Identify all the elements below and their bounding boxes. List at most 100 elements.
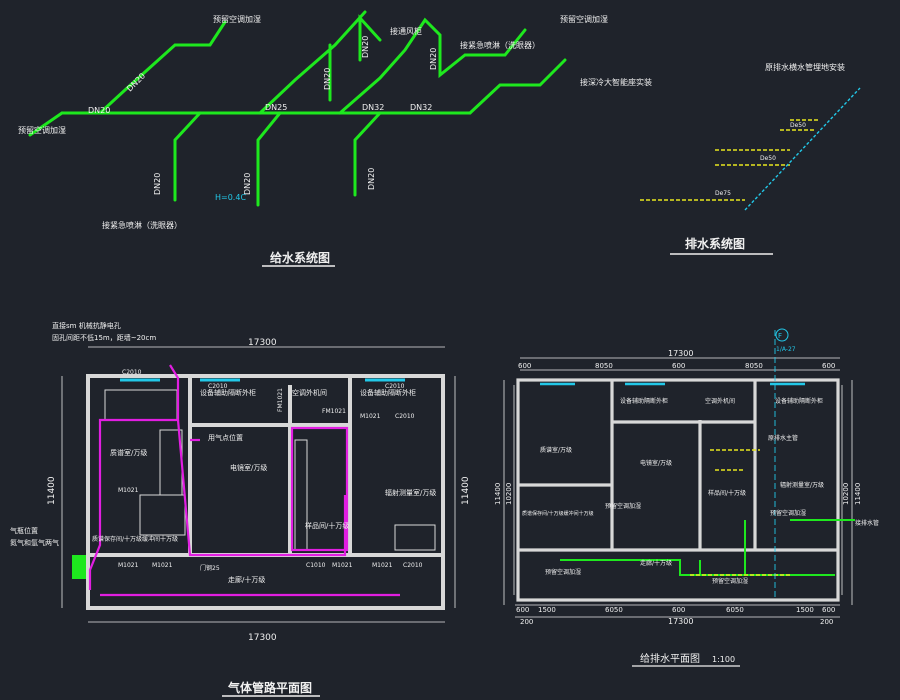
- wd-top-part-4: 8050: [745, 362, 763, 370]
- wd-room-7: 辐射测量室/万级: [780, 481, 824, 489]
- wd-room-6: 样品间/十万级: [708, 489, 746, 497]
- gas-dim-left: 11400: [47, 476, 57, 505]
- dn-3: DN20: [243, 173, 252, 195]
- wd-bot-part-1: 600: [516, 606, 529, 614]
- label-l7: 接紧急喷淋（洗眼器）: [102, 220, 182, 230]
- wd-plan-title: 给排水平面图: [640, 652, 700, 665]
- wd-bot-part-6: 1500: [796, 606, 814, 614]
- gas-door-m5: M1021: [332, 562, 353, 569]
- wd-outer-wall: [516, 378, 840, 602]
- wd-axis-code: 1/A-27: [776, 346, 796, 353]
- gas-pipe-1: [88, 364, 180, 590]
- gas-side-note-2: 氮气和氩气两气: [10, 538, 59, 547]
- gas-bench-4: [394, 524, 436, 551]
- wd-dim-total: 17300: [668, 349, 693, 358]
- wd-room-9: 走廊/十万级: [640, 559, 672, 567]
- wd-note-3: 预留空调加湿: [770, 509, 806, 517]
- wd-dim-total-bottom-label: 17300: [668, 617, 693, 626]
- wd-bot-small-1: 200: [520, 618, 533, 626]
- wd-bot-part-4: 600: [672, 606, 685, 614]
- wd-top-part-5: 600: [822, 362, 835, 370]
- gas-door-c1: C2010: [122, 369, 142, 376]
- wd-room-5: 电镜室/万级: [640, 459, 672, 467]
- gas-pipe-loop: [290, 426, 349, 552]
- gas-room-4: 质谱室/万级: [110, 448, 147, 457]
- gas-note-2: 固孔间距不低15m，距墙~20cm: [52, 333, 156, 342]
- drain-small-a: De75: [715, 190, 731, 197]
- gas-plan: 17300 17300 11400 11400 直接sm 机械抗静电孔 固孔间距…: [10, 321, 471, 697]
- wd-room-3: 设备辅助隔断外柜: [775, 397, 823, 405]
- gas-door-m4: M1021: [152, 562, 173, 569]
- gas-door-m3: M1021: [118, 562, 139, 569]
- gas-room-5: 电镜室/万级: [230, 463, 267, 472]
- gas-door-c3: C2010: [385, 383, 405, 390]
- dn-1: DN20: [88, 106, 110, 115]
- wd-room-1: 设备辅助隔断外柜: [620, 397, 668, 405]
- gas-side-note-1: 气瓶位置: [10, 526, 38, 535]
- wd-room-4: 质谱室/万级: [540, 446, 572, 454]
- wd-top-part-2: 8050: [595, 362, 613, 370]
- gas-door-c4: C2010: [395, 413, 415, 420]
- gas-door-m6: M1021: [372, 562, 393, 569]
- wd-bot-part-3: 6050: [605, 606, 623, 614]
- gas-bench-5: [139, 494, 186, 536]
- gas-room-7: 质谱保存间/十万级缓冲间十万级: [92, 535, 178, 543]
- elevation-label: H=0.4C: [215, 193, 246, 202]
- water-system-title: 给水系统图: [270, 250, 330, 265]
- dn-6: DN32: [362, 103, 384, 112]
- dn-5: DN25: [265, 103, 287, 112]
- gas-room-6: 辐射测量室/万级: [385, 488, 436, 497]
- drainage-system-diagram: [640, 119, 820, 201]
- branch-far-right: [468, 58, 567, 115]
- gas-cylinder-marker: [72, 555, 86, 579]
- gas-room-1: 设备辅助隔断外柜: [200, 388, 256, 397]
- gas-note-1: 直接sm 机械抗静电孔: [52, 321, 121, 330]
- gas-door-m1: M1021: [360, 413, 381, 420]
- riser-right: [338, 17, 527, 115]
- wd-plan-scale: 1:100: [712, 655, 735, 664]
- wd-top-part-1: 600: [518, 362, 531, 370]
- dn-10: DN20: [429, 48, 438, 70]
- wd-note-6: 预留空调加湿: [712, 577, 748, 585]
- branch-left-end: [28, 111, 64, 137]
- gas-door-c6: C1010: [306, 562, 326, 569]
- gas-dim-bottom: 17300: [248, 633, 277, 643]
- wd-left-dim-2: 10200: [505, 483, 513, 505]
- wd-right-dim-1: 10200: [842, 483, 850, 505]
- wd-note-5: 预留空调加湿: [545, 568, 581, 576]
- water-system-labels: 预留空调加湿 预留空调加湿 接通风柜 接紧急喷淋（洗眼器） 预留空调加湿 接深冷…: [18, 14, 652, 265]
- wd-room-2: 空调外机间: [705, 397, 735, 405]
- wd-note-1: 原排水主管: [768, 434, 798, 442]
- wd-bot-part-5: 6050: [726, 606, 744, 614]
- drop-3: [353, 111, 382, 197]
- label-l6: 接深冷大智能座实装: [580, 77, 652, 87]
- gas-door-d1: 门钢25: [200, 564, 220, 572]
- gas-door-fm1: FM1021: [277, 388, 284, 412]
- gas-pipe-2: [176, 419, 347, 557]
- wd-left-dim-1: 11400: [494, 483, 502, 505]
- gas-room-3: 设备辅助隔断外柜: [360, 388, 416, 397]
- gas-dim-top: 17300: [248, 338, 277, 348]
- gas-room-10: 用气点位置: [208, 433, 243, 442]
- gas-door-m2: M1021: [118, 487, 139, 494]
- drain-small-b: De50: [760, 155, 776, 162]
- label-l2: 预留空调加湿: [213, 14, 261, 24]
- wd-axis-f: F: [778, 332, 782, 340]
- gas-door-fm2: FM1021: [322, 408, 346, 415]
- gas-dim-right: 11400: [461, 476, 471, 505]
- gas-room-9: 走廊/十万级: [228, 575, 265, 584]
- water-drainage-plan: F 1/A-27 17300 600 8050 600 8050 600 600…: [494, 328, 879, 667]
- gas-outer-wall: [86, 374, 445, 610]
- label-l4: 接紧急喷淋（洗眼器）: [460, 40, 540, 50]
- gas-room-2: 空调外机间: [292, 388, 327, 397]
- drain-top-label: 原排水横水管埋地安装: [765, 62, 845, 72]
- gas-door-c7: C2010: [403, 562, 423, 569]
- dn-7: DN32: [410, 103, 432, 112]
- drainage-labels: 原排水横水管埋地安装 De75 De50 De50 排水系统图: [685, 62, 845, 251]
- dn-8: DN20: [323, 68, 332, 90]
- wd-note-4: 接排水管: [855, 519, 879, 527]
- wd-bot-part-2: 1500: [538, 606, 556, 614]
- drop-2: [256, 111, 282, 207]
